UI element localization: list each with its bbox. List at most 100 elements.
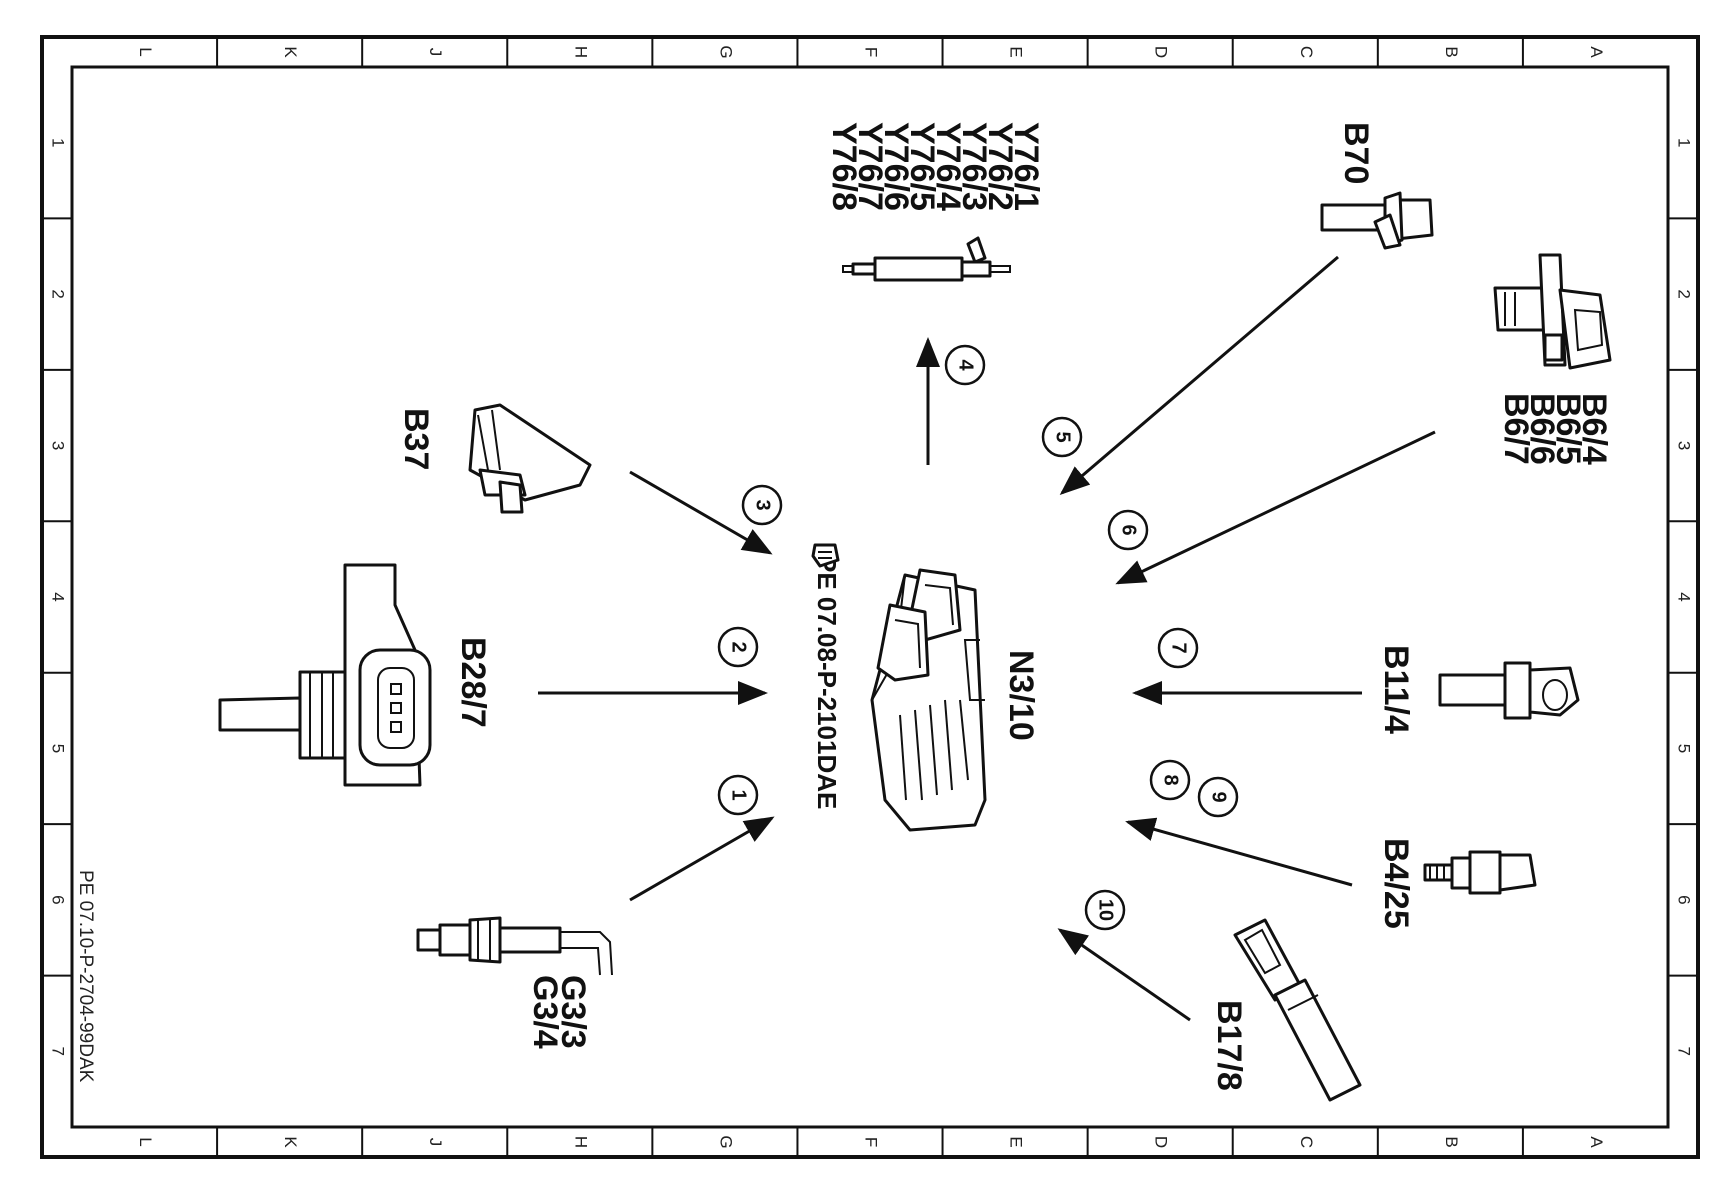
arrow-number: 10 xyxy=(1095,899,1117,921)
control-unit-label: N3/10 xyxy=(1002,650,1040,741)
arrow-number: 1 xyxy=(728,789,750,800)
grid-row-label: 1 xyxy=(49,138,68,147)
sensor-b6 xyxy=(1493,253,1612,370)
sensor-b11-4 xyxy=(1438,661,1580,720)
arrow-number-circle xyxy=(717,774,759,816)
grid-column-label: E xyxy=(1007,1136,1026,1147)
sensor-b70 xyxy=(1320,191,1434,250)
grid-column-label: B xyxy=(1442,46,1461,57)
b70-labels: B70 xyxy=(1337,122,1375,184)
b11-labels: B11/4 xyxy=(1377,645,1415,734)
component-label: Y76/7 xyxy=(851,122,889,211)
component-label: B17/8 xyxy=(1210,1000,1248,1091)
sensor-b4-25 xyxy=(1423,850,1537,895)
grid-column-label: J xyxy=(426,1138,445,1147)
grid-row-label: 7 xyxy=(49,1047,68,1056)
grid-column-label: H xyxy=(571,1136,590,1148)
component-label: G3/3 xyxy=(554,975,592,1049)
grid-column-label: D xyxy=(1152,1136,1171,1148)
grid-column-label: A xyxy=(1587,46,1606,58)
arrow-5 xyxy=(1059,255,1339,495)
arrow-8 xyxy=(1125,817,1353,887)
grid-row-label: 2 xyxy=(49,289,68,298)
component-label: B4/25 xyxy=(1377,838,1415,929)
grid-ticks xyxy=(42,37,1698,1157)
signal-arrows xyxy=(538,255,1436,1022)
inner-frame xyxy=(70,65,1670,1129)
b17-labels: B17/8 xyxy=(1210,1000,1248,1091)
component-label: B11/4 xyxy=(1377,645,1415,734)
sensor-b17-8 xyxy=(1233,918,1362,1102)
grid-column-label: D xyxy=(1152,46,1171,58)
sensor-b28-7 xyxy=(218,563,432,787)
arrow-number: 6 xyxy=(1118,524,1140,535)
grid-column-label: F xyxy=(862,47,881,57)
grid-row-label: 2 xyxy=(1675,289,1694,298)
grid-column-label: F xyxy=(862,1137,881,1147)
component-label: Y76/4 xyxy=(929,122,967,211)
arrow-number-circle xyxy=(1084,889,1126,931)
arrow-number-circle xyxy=(1041,416,1083,458)
grid-column-label: G xyxy=(716,45,735,58)
g3-labels: G3/3G3/4 xyxy=(526,975,592,1049)
grid-row-label: 7 xyxy=(1675,1047,1694,1056)
arrow-10 xyxy=(1057,928,1191,1022)
grid-row-label: 3 xyxy=(1675,441,1694,450)
grid-row-label: 4 xyxy=(49,592,68,601)
component-label: Y76/5 xyxy=(903,122,941,211)
arrow-number-circle xyxy=(1107,509,1149,551)
arrow-number-circle xyxy=(741,484,783,526)
grid-column-label: C xyxy=(1297,1136,1316,1148)
grid-row-label: 5 xyxy=(49,744,68,753)
component-label: G3/4 xyxy=(526,975,564,1049)
b4-labels: B4/25 xyxy=(1377,838,1415,929)
arrow-number: 8 xyxy=(1160,774,1182,785)
arrow-number: 4 xyxy=(955,359,977,371)
injector-y76 xyxy=(842,236,1011,282)
document-id: PE 07.10-P-2704-99DAK xyxy=(75,870,96,1083)
control-unit-n3-10 xyxy=(870,568,987,832)
grid-column-label: K xyxy=(281,1136,300,1148)
component-label: B6/7 xyxy=(1497,393,1535,465)
arrow-number: 2 xyxy=(728,641,750,652)
arrow-3 xyxy=(629,470,773,555)
arrow-number: 7 xyxy=(1168,642,1190,653)
grid-column-label: L xyxy=(136,1137,155,1146)
pointing-hand-icon xyxy=(811,543,840,568)
component-label: B37 xyxy=(397,408,435,470)
grid-column-label: J xyxy=(426,48,445,57)
component-label: Y76/1 xyxy=(1007,122,1045,211)
component-label: B6/6 xyxy=(1523,393,1561,465)
component-label: B70 xyxy=(1337,122,1375,184)
arrow-number: 5 xyxy=(1052,431,1074,442)
grid-column-label: C xyxy=(1297,46,1316,58)
b6-labels: B6/4B6/5B6/6B6/7 xyxy=(1497,393,1613,465)
grid-column-label: H xyxy=(571,46,590,58)
arrow-1 xyxy=(629,816,775,902)
arrow-number-circle xyxy=(1149,759,1191,801)
arrow-number-circle xyxy=(717,626,759,668)
sensor-b37 xyxy=(468,403,592,514)
grid-column-label: E xyxy=(1007,46,1026,57)
b37-labels: B37 xyxy=(397,408,435,470)
component-label: Y76/8 xyxy=(825,122,863,211)
grid-column-label: L xyxy=(136,47,155,56)
component-label: Y76/2 xyxy=(981,122,1019,211)
sensor-g3 xyxy=(416,916,613,976)
grid-row-label: 4 xyxy=(1675,592,1694,601)
b28-labels: B28/7 xyxy=(454,637,492,728)
outer-frame xyxy=(40,35,1700,1159)
reference-label: PE 07.08-P-2101DAE xyxy=(812,555,842,809)
grid-column-label: K xyxy=(281,46,300,58)
arrow-number: 3 xyxy=(752,499,774,510)
arrow-number-circle xyxy=(944,344,986,386)
arrow-number-circle xyxy=(1197,776,1239,818)
grid-row-label: 6 xyxy=(49,895,68,904)
arrow-number-circle xyxy=(1157,627,1199,669)
component-label: Y76/3 xyxy=(955,122,993,211)
grid-column-label: A xyxy=(1587,1136,1606,1148)
